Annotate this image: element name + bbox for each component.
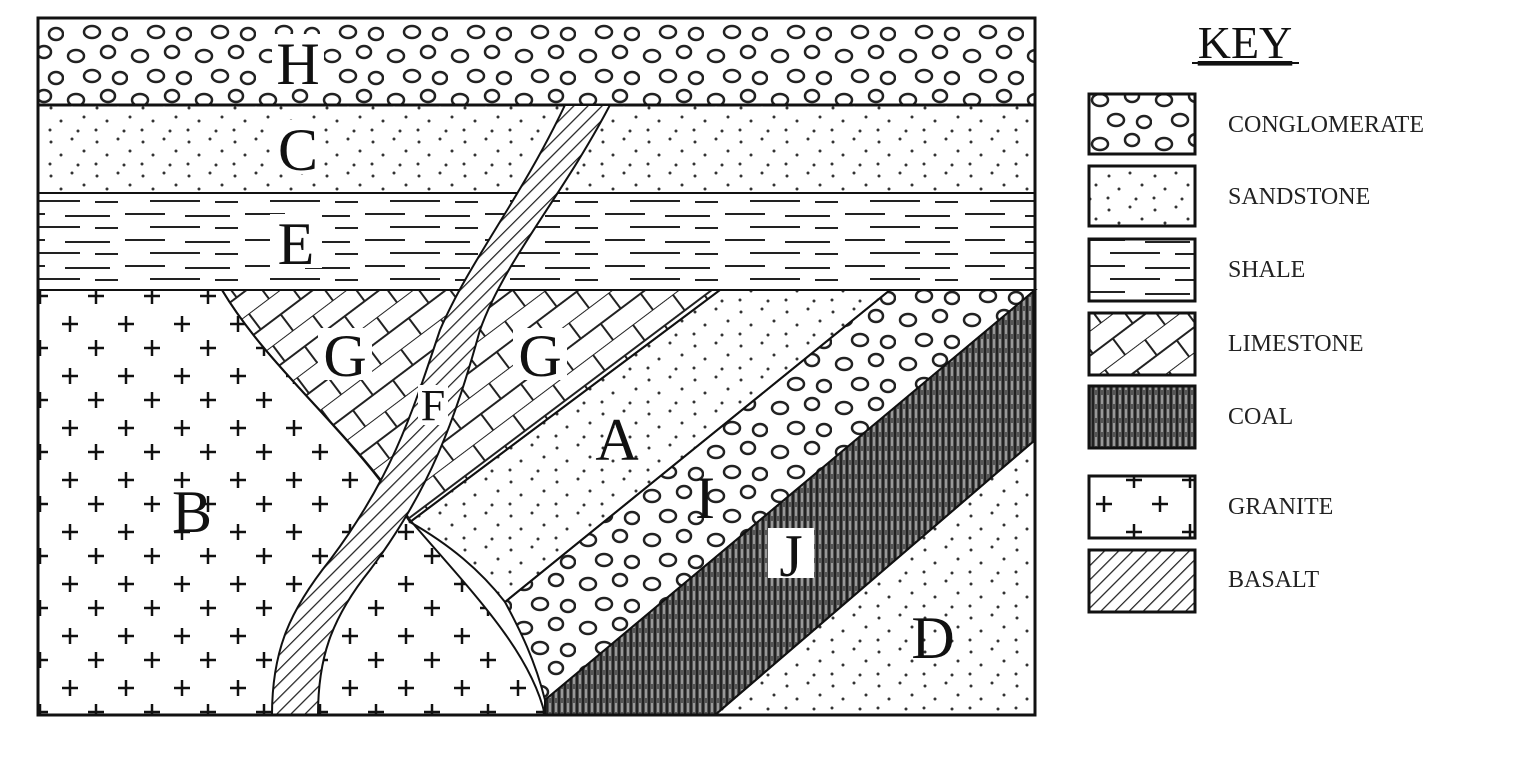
- label-i: I: [695, 465, 715, 531]
- label-d: D: [911, 605, 954, 671]
- layer-h-conglomerate: [36, 16, 1037, 107]
- label-b: B: [172, 479, 212, 545]
- key-label-shale: SHALE: [1228, 257, 1305, 283]
- label-h: H: [276, 31, 319, 97]
- key-swatch-conglomerate: [1087, 92, 1197, 156]
- key-label-coal: COAL: [1228, 404, 1293, 430]
- key-swatch-basalt: [1087, 548, 1197, 614]
- label-a: A: [595, 407, 638, 473]
- key-swatch-coal: [1087, 384, 1197, 450]
- section-border: [36, 16, 1037, 717]
- label-f: F: [421, 381, 445, 430]
- key-legend: KEY CONGLOMERATE SANDSTONE SHALE LIMESTO…: [1087, 17, 1424, 614]
- label-e: E: [278, 211, 315, 277]
- key-swatch-limestone: [1087, 311, 1197, 377]
- key-label-sandstone: SANDSTONE: [1228, 184, 1370, 210]
- label-g-right: G: [518, 323, 561, 389]
- key-swatch-shale: [1087, 237, 1197, 303]
- key-label-granite: GRANITE: [1228, 494, 1333, 520]
- key-title: KEY: [1198, 17, 1293, 68]
- key-swatch-granite: [1087, 474, 1197, 540]
- label-j: J: [779, 523, 802, 589]
- key-label-conglomerate: CONGLOMERATE: [1228, 112, 1424, 138]
- label-c: C: [278, 117, 318, 183]
- key-label-limestone: LIMESTONE: [1228, 331, 1364, 357]
- key-swatch-sandstone: [1087, 164, 1197, 228]
- label-g-left: G: [323, 323, 366, 389]
- key-label-basalt: BASALT: [1228, 567, 1319, 593]
